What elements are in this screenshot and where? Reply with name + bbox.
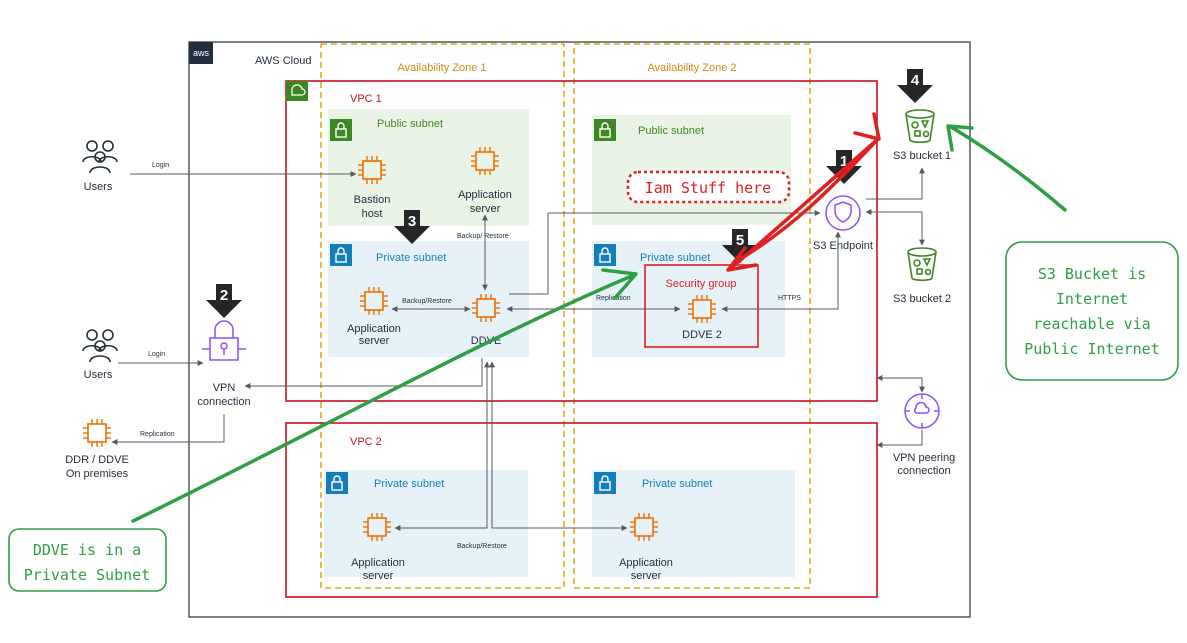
ddve-s3-endpoint-edge <box>509 210 821 295</box>
vpc1-label: VPC 1 <box>350 93 382 105</box>
users-icon <box>82 140 118 174</box>
iam-annotation-text: Iam Stuff here <box>645 179 771 197</box>
s3-note-line-3: reachable via <box>1033 315 1150 333</box>
vpc2-app1-label-1: Application <box>351 557 405 569</box>
peering-vpc2-edge <box>876 430 923 448</box>
marker-5: 5 <box>736 232 744 249</box>
vpn-label-2: connection <box>197 396 250 408</box>
public-subnet-lock-icon <box>330 119 352 141</box>
vpc2-app2-label-2: server <box>631 570 662 582</box>
app-private-label-2: server <box>359 335 390 347</box>
subnet-label: Private subnet <box>640 252 710 264</box>
s3-bucket-2-icon <box>907 247 937 282</box>
https-edge <box>721 231 841 312</box>
vpn-label-1: VPN <box>213 382 236 394</box>
edge-label-backup-restore-1: Backup/ Restore <box>457 233 509 240</box>
subnet-label: Public subnet <box>377 118 443 130</box>
s3-bucket-2-label: S3 bucket 2 <box>893 293 951 305</box>
vpc1-badge <box>286 81 308 101</box>
backup-restore-vpc2-edge <box>394 361 490 531</box>
s3-endpoint-label: S3 Endpoint <box>813 240 873 252</box>
subnet-label: Private subnet <box>374 478 444 490</box>
green-arrowhead-ddve <box>601 268 638 300</box>
red-arrow-to-security-group <box>733 137 880 264</box>
marker-4: 4 <box>911 72 920 89</box>
edge-label-replication-onprem: Replication <box>140 431 175 438</box>
marker-1: 1 <box>840 153 848 170</box>
marker-2: 2 <box>220 287 228 304</box>
ddve-note-line-1: DDVE is in a <box>33 541 141 559</box>
green-annotation-arrows <box>131 124 1067 523</box>
vpc2-app2-label-1: Application <box>619 557 673 569</box>
red-annotation-arrows <box>726 112 881 272</box>
app-public-label-2: server <box>470 203 501 215</box>
vpc1-az1-public-subnet <box>328 109 529 226</box>
s3-endpoint-icon <box>825 195 861 231</box>
edge-label-login-1: Login <box>152 162 169 169</box>
private-subnet-lock-icon <box>330 244 352 266</box>
endpoint-bucket1-edge <box>866 167 925 200</box>
subnet-label: Private subnet <box>642 478 712 490</box>
vpn-peering-label-2: connection <box>897 465 950 477</box>
edge-label-login-2: Login <box>148 351 165 358</box>
edge-label-backup-restore-vpc2: Backup/Restore <box>457 543 507 550</box>
aws-logo-badge <box>189 42 213 64</box>
iam-annotation-box <box>626 170 791 204</box>
ddve-note-line-2: Private Subnet <box>24 566 150 584</box>
endpoint-bucket2-edge <box>865 209 925 246</box>
security-group-label: Security group <box>666 278 737 290</box>
subnet-label: Private subnet <box>376 252 446 264</box>
vpn-icon <box>202 320 246 361</box>
ddve-note-box <box>8 528 167 592</box>
private-subnet-lock-icon <box>594 472 616 494</box>
ddr-label-2: On premises <box>66 468 129 480</box>
connectors <box>111 167 925 531</box>
vpc1-az2-public-subnet <box>592 115 791 225</box>
app-private-label-1: Application <box>347 323 401 335</box>
s3-note-line-1: S3 Bucket is <box>1038 265 1146 283</box>
users-label-1: Users <box>84 181 113 193</box>
vpn-peering-icon <box>904 393 940 429</box>
s3-bucket-1-icon <box>905 109 935 144</box>
subnet-label: Public subnet <box>638 125 704 137</box>
green-arrow-to-bucket <box>949 125 1067 212</box>
s3-note-box <box>1005 241 1179 381</box>
edge-label-https: HTTPS <box>778 295 801 302</box>
backup-restore-vpc2-edge-2 <box>489 361 628 531</box>
app-public-label-1: Application <box>458 189 512 201</box>
users-label-2: Users <box>84 369 113 381</box>
vpc2-label: VPC 2 <box>350 436 382 448</box>
ddr-label-1: DDR / DDVE <box>65 454 129 466</box>
az2-label: Availability Zone 2 <box>647 62 736 74</box>
ddve2-label: DDVE 2 <box>682 329 722 341</box>
s3-note-line-4: Public Internet <box>1024 340 1159 358</box>
s3-note-line-2: Internet <box>1056 290 1128 308</box>
marker-3: 3 <box>408 213 416 230</box>
s3-bucket-1-label: S3 bucket 1 <box>893 150 951 162</box>
private-subnet-lock-icon <box>326 472 348 494</box>
az1-label: Availability Zone 1 <box>397 62 486 74</box>
vpc2-app1-label-2: server <box>363 570 394 582</box>
red-arrowhead-sg <box>726 246 758 272</box>
replication-onprem-edge <box>111 414 225 445</box>
cloud-icon <box>291 84 306 96</box>
green-arrowhead-bucket <box>946 124 974 152</box>
green-arrow-to-ddve <box>131 273 636 523</box>
availability-zone-1 <box>320 43 565 589</box>
edge-label-backup-restore-2: Backup/Restore <box>402 298 452 305</box>
users-icon <box>82 329 118 363</box>
ddr-ddve-onprem-icon <box>82 418 112 448</box>
red-arrowhead-bucket <box>853 112 881 141</box>
aws-logo: aws <box>193 48 210 58</box>
bastion-label-2: host <box>362 208 383 220</box>
peering-vpc1-edge <box>876 375 925 393</box>
public-subnet-lock-icon <box>594 119 616 141</box>
aws-cloud-frame <box>188 41 971 618</box>
private-subnet-lock-icon <box>594 244 616 266</box>
vpn-peering-label-1: VPN peering <box>893 452 955 464</box>
bastion-label-1: Bastion <box>354 194 391 206</box>
aws-cloud-label: AWS Cloud <box>255 55 311 67</box>
